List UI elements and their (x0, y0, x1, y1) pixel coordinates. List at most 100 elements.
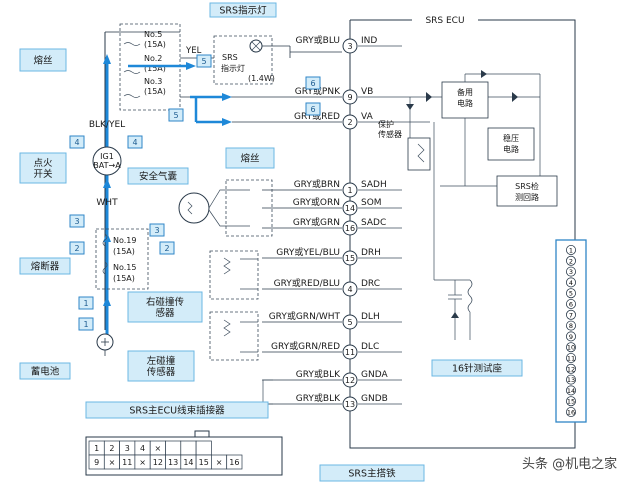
main-feed-wiring (103, 31, 120, 335)
ecu-internal-circuit: 备用 电路 稳压 电路 SRS检 测回路 保护 传感器 (378, 70, 558, 340)
pin-row: 13 GRY或BLK GNDB (262, 392, 402, 412)
step-badge-number: 3 (74, 217, 79, 226)
connector-pin-label: × (216, 458, 223, 467)
step-badge-number: 5 (173, 111, 178, 120)
step-badge-number: 4 (74, 138, 79, 147)
connector-cell (195, 440, 212, 456)
pin-number: 9 (347, 93, 352, 102)
socket-pin-number: 11 (567, 355, 575, 363)
socket-pin-number: 1 (569, 247, 573, 255)
lamp-power: (1.4W) (248, 74, 275, 83)
step-badge-number: 5 (201, 57, 206, 66)
svg-text:左碰撞: 左碰撞 (147, 355, 176, 367)
svg-text:熔丝: 熔丝 (240, 153, 259, 165)
callout-connector: SRS主ECU线束插接器 (85, 401, 269, 419)
pin-signal-label: SADC (361, 218, 386, 228)
svg-text:感器: 感器 (155, 307, 175, 319)
pin-number: 5 (347, 318, 352, 327)
srs-ecu: SRS ECU (349, 12, 576, 449)
socket-pin (566, 406, 577, 417)
step-badge (305, 102, 321, 116)
socket-pin (566, 277, 577, 288)
connector-pin-label: 3 (125, 444, 130, 453)
socket-pin-number: 8 (569, 322, 573, 330)
srs-warning-lamp: SRS 指示灯 (1.4W) (213, 35, 291, 85)
socket-pin (566, 342, 577, 353)
socket-pin-number: 15 (567, 398, 575, 406)
ecu-supply-wires (180, 51, 342, 126)
pin-number: 4 (347, 285, 352, 294)
socket-pin-number: 3 (569, 268, 573, 276)
battery-symbol (96, 333, 114, 356)
wire-color-label: GRY或BLK (296, 368, 341, 380)
callout-srs-lamp: SRS指示灯 (209, 2, 277, 18)
fuse-no15-name: No.15 (113, 263, 136, 272)
protect-sensor-label-2: 传感器 (378, 129, 402, 139)
regulator-label-2: 电路 (503, 144, 519, 154)
step-badge (69, 135, 85, 149)
fuse-no5-name: No.5 (144, 30, 162, 39)
pin-number: 3 (347, 42, 352, 51)
step-badge-number: 1 (83, 299, 88, 308)
pin-signal-label: SADH (361, 180, 387, 190)
fuse-no5-rating: (15A) (144, 40, 166, 49)
callout-test-socket: 16针测试座 (431, 359, 523, 377)
step-badge-number: 2 (74, 244, 79, 253)
connector-pin-label: 9 (94, 458, 99, 467)
callout-ground: SRS主搭铁 (319, 464, 425, 482)
svg-text:开关: 开关 (33, 168, 53, 180)
socket-pin-number: 4 (569, 279, 573, 287)
airbag-module (178, 179, 273, 237)
socket-pin-number: 12 (567, 365, 575, 373)
svg-text:熔断器: 熔断器 (31, 261, 60, 273)
pin-signal-label: DLH (361, 312, 380, 322)
step-badge (168, 108, 184, 122)
pin-number: 13 (345, 400, 355, 409)
pin-signal-label: GNDB (361, 394, 388, 404)
step-badge (78, 317, 94, 331)
step-badge (196, 54, 212, 68)
wire-color-label: GRY或RED (294, 110, 340, 122)
svg-text:SRS主ECU线束插接器: SRS主ECU线束插接器 (129, 405, 225, 417)
pin-signal-label: IND (361, 36, 377, 46)
pin-number: 12 (345, 376, 355, 385)
svg-text:蓄电池: 蓄电池 (31, 366, 60, 378)
svg-text:传感器: 传感器 (147, 366, 176, 378)
svg-text:16针测试座: 16针测试座 (452, 363, 503, 375)
step-badge (159, 241, 175, 255)
socket-pin (566, 288, 577, 299)
fuse-no19-rating: (15A) (113, 247, 135, 256)
socket-pin (566, 396, 577, 407)
socket-pin-number: 6 (569, 301, 573, 309)
fuse-no3-name: No.3 (144, 77, 162, 86)
left-crash-sensor (209, 311, 259, 361)
socket-pin-number: 13 (567, 376, 575, 384)
step-badge-number: 6 (310, 79, 315, 88)
wire-color-label: GRY或YEL/BLU (276, 246, 340, 258)
step-badge (305, 76, 321, 90)
socket-pin (566, 331, 577, 342)
ignition-switch-symbol: IG1 BAT→A (92, 146, 122, 176)
wire-color-label: GRY或BLK (296, 392, 341, 404)
lamp-label-srs: SRS (222, 53, 238, 62)
pin-number: 14 (345, 204, 355, 213)
wire-color-label: GRY或ORN (293, 196, 340, 208)
callout-fuse-top: 熔丝 (19, 48, 67, 72)
socket-pin-number: 2 (569, 257, 573, 265)
detect-circuit-label-1: SRS检 (515, 181, 539, 191)
fuse-no2-rating: (15A) (144, 64, 166, 73)
step-badge-number: 6 (310, 105, 315, 114)
step-badge-number: 2 (164, 244, 169, 253)
fuse-no15-rating: (15A) (113, 274, 135, 283)
socket-pin (566, 363, 577, 374)
socket-pin (566, 244, 577, 255)
connector-pin-label: 2 (109, 444, 114, 453)
